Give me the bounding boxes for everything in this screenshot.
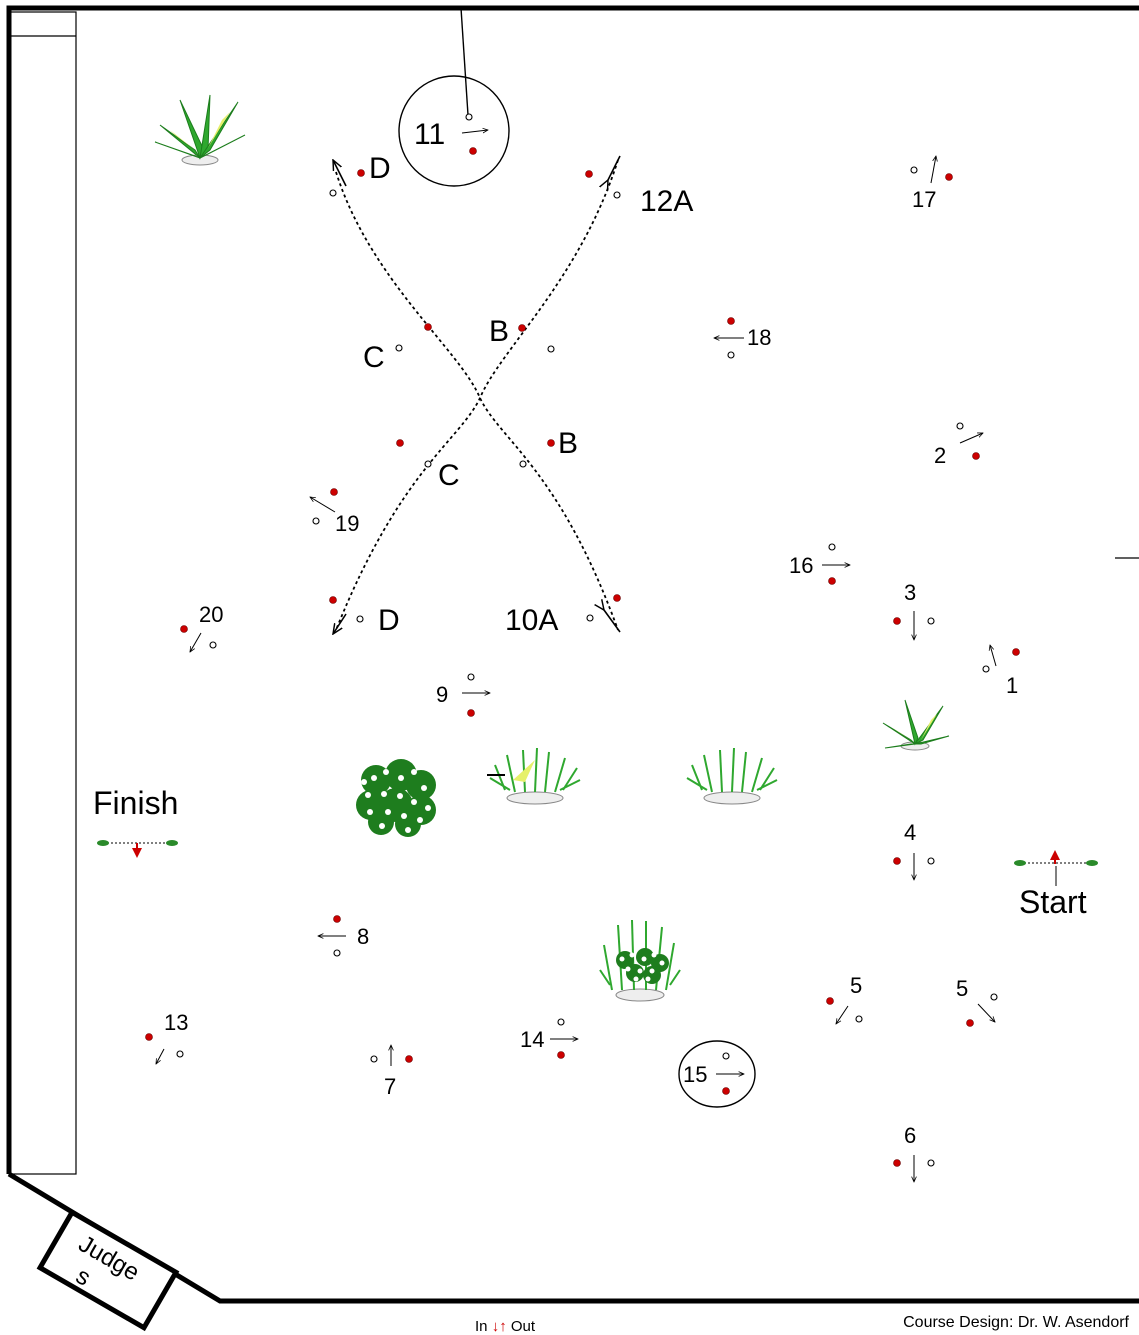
marker-20: 20	[199, 602, 223, 627]
marker-10a: 10A	[505, 604, 558, 637]
marker-2: 2	[934, 443, 946, 468]
marker-b-upper: B	[489, 315, 509, 348]
grass-pot-center-left	[487, 747, 581, 805]
marker-14: 14	[520, 1027, 544, 1052]
judges-box: Judge s	[36, 1208, 180, 1332]
marker-labels: 1 2 3 4 5 5 6 7 8 9 13 14 15 16 17 18 19…	[164, 187, 1018, 1148]
start-label: Start	[1019, 884, 1087, 920]
circle-11	[398, 7, 510, 187]
finish-label: Finish	[93, 785, 178, 821]
serpentine-arrows	[333, 155, 621, 634]
marker-15: 15	[683, 1062, 707, 1087]
plant-top-left	[154, 94, 246, 166]
marker-17: 17	[912, 187, 936, 212]
marker-c-lower: C	[438, 459, 460, 492]
marker-1: 1	[1006, 673, 1018, 698]
marker-13: 13	[164, 1010, 188, 1035]
path-12a-to-d	[335, 159, 619, 631]
legend-in: In	[475, 1318, 488, 1335]
marker-19: 19	[335, 511, 359, 536]
circle-15	[678, 1040, 756, 1108]
finish-gate: Finish	[93, 785, 178, 858]
marker-8: 8	[357, 924, 369, 949]
marker-6: 6	[904, 1123, 916, 1148]
marker-5-right: 5	[956, 976, 968, 1001]
marker-4: 4	[904, 820, 916, 845]
marker-d-upper: D	[369, 152, 391, 185]
in-arrow-icon: ↓	[491, 1318, 500, 1335]
flower-pot-bottom	[599, 919, 681, 1002]
marker-c-upper: C	[363, 341, 385, 374]
serpentine-paths	[335, 159, 619, 631]
path-d-to-10a	[335, 171, 619, 631]
marker-9: 9	[436, 682, 448, 707]
arena-walls	[6, 5, 1139, 1304]
grass-pot-center-right	[686, 747, 778, 805]
marker-16: 16	[789, 553, 813, 578]
out-arrow-icon: ↑	[499, 1318, 507, 1335]
marker-12a: 12A	[640, 185, 693, 218]
red-poles	[145, 147, 1020, 1167]
direction-arrows	[156, 130, 997, 1182]
start-gate: Start	[1014, 850, 1098, 920]
marker-d-lower: D	[378, 604, 400, 637]
marker-3: 3	[904, 580, 916, 605]
flower-bush	[356, 759, 436, 837]
poles	[145, 113, 1020, 1167]
marker-7: 7	[384, 1074, 396, 1099]
legend-out: Out	[510, 1318, 536, 1335]
plant-right	[882, 699, 950, 751]
marker-b-lower: B	[558, 427, 578, 460]
marker-11: 11	[414, 118, 445, 151]
marker-5-left: 5	[850, 973, 862, 998]
in-out-legend: In ↓↑ Out	[475, 1318, 535, 1335]
white-poles	[176, 113, 998, 1167]
marker-labels-large: 10A 11 12A B B C C D D	[363, 118, 693, 637]
course-credit: Course Design: Dr. W. Asendorf	[903, 1314, 1129, 1331]
marker-18: 18	[747, 325, 771, 350]
